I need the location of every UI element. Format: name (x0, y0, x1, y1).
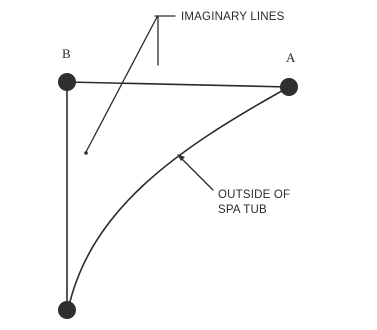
imaginary-lines-label: IMAGINARY LINES (181, 11, 285, 23)
leader-line-to-curve (178, 155, 214, 191)
outside-label-line1: OUTSIDE OF (218, 189, 290, 201)
point-c-marker (58, 301, 76, 319)
point-b-marker (58, 73, 76, 91)
spa-tub-curve (67, 86, 290, 311)
point-a-label: A (286, 50, 296, 65)
point-a-marker (280, 78, 298, 96)
imaginary-line-b-to-a (66, 81, 290, 88)
outside-label-line2: SPA TUB (218, 204, 267, 216)
point-b-label: B (62, 46, 71, 61)
leader-line-to-left-line (85, 16, 158, 153)
leader-arrowhead (84, 151, 88, 155)
leader-curve-arrowhead (177, 154, 185, 161)
